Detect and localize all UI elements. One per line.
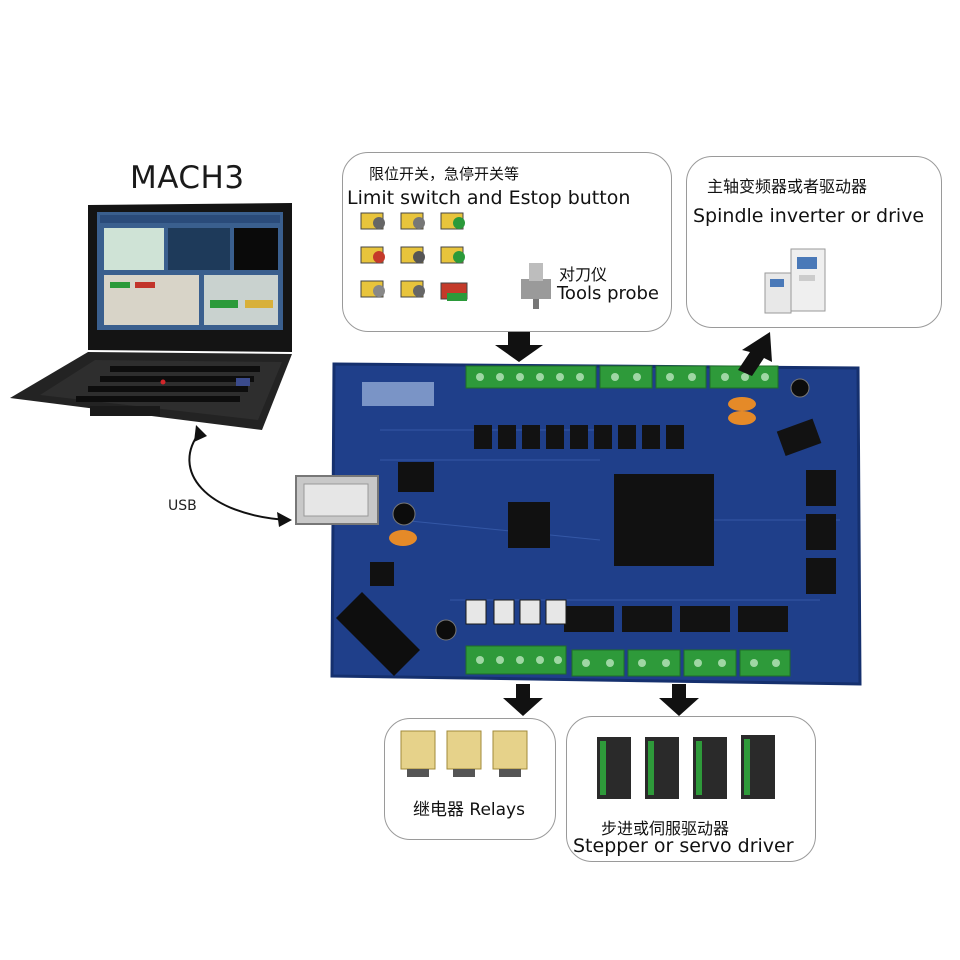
arrow-board-to-spindle	[738, 332, 772, 376]
stepper-box: 步进或伺服驱动器 Stepper or servo driver	[566, 716, 816, 862]
arrow-board-to-drivers	[659, 684, 699, 716]
inputs-box: 限位开关，急停开关等 Limit switch and Estop button…	[342, 152, 672, 332]
laptop-image	[10, 203, 292, 430]
tools-probe-zh-label: 对刀仪	[559, 265, 608, 284]
usb-arrow	[188, 431, 289, 521]
drivers-image	[597, 735, 775, 799]
limit-switch-icon	[360, 212, 468, 301]
spindle-en-label: Spindle inverter or drive	[693, 205, 925, 227]
tools-probe-icon	[521, 263, 551, 309]
stepper-en-label: Stepper or servo driver	[573, 835, 794, 857]
relays-image	[400, 730, 528, 777]
switch-images	[360, 212, 551, 309]
inverter-icon	[764, 248, 826, 314]
tools-probe-en-label: Tools probe	[557, 283, 660, 304]
inputs-zh-label: 限位开关，急停开关等	[369, 165, 520, 183]
mcu-chip	[614, 474, 714, 566]
relay-icon	[400, 730, 528, 777]
spindle-box: 主轴变频器或者驱动器 Spindle inverter or drive	[686, 156, 942, 328]
controller-board	[330, 362, 862, 686]
inverter-image	[764, 248, 826, 314]
mach3-title: MACH3	[130, 160, 245, 196]
inputs-en-label: Limit switch and Estop button	[347, 187, 631, 209]
stepper-driver-icon	[597, 735, 775, 799]
usb-label: USB	[168, 498, 197, 514]
relays-label: 继电器 Relays	[413, 800, 525, 820]
arrow-inputs-to-board	[495, 330, 543, 362]
stepper-zh-label: 步进或伺服驱动器	[601, 819, 730, 838]
usb-connector	[295, 475, 379, 525]
relays-box: 继电器 Relays	[384, 718, 556, 840]
spindle-zh-label: 主轴变频器或者驱动器	[707, 177, 868, 196]
arrow-board-to-relays	[503, 684, 543, 716]
